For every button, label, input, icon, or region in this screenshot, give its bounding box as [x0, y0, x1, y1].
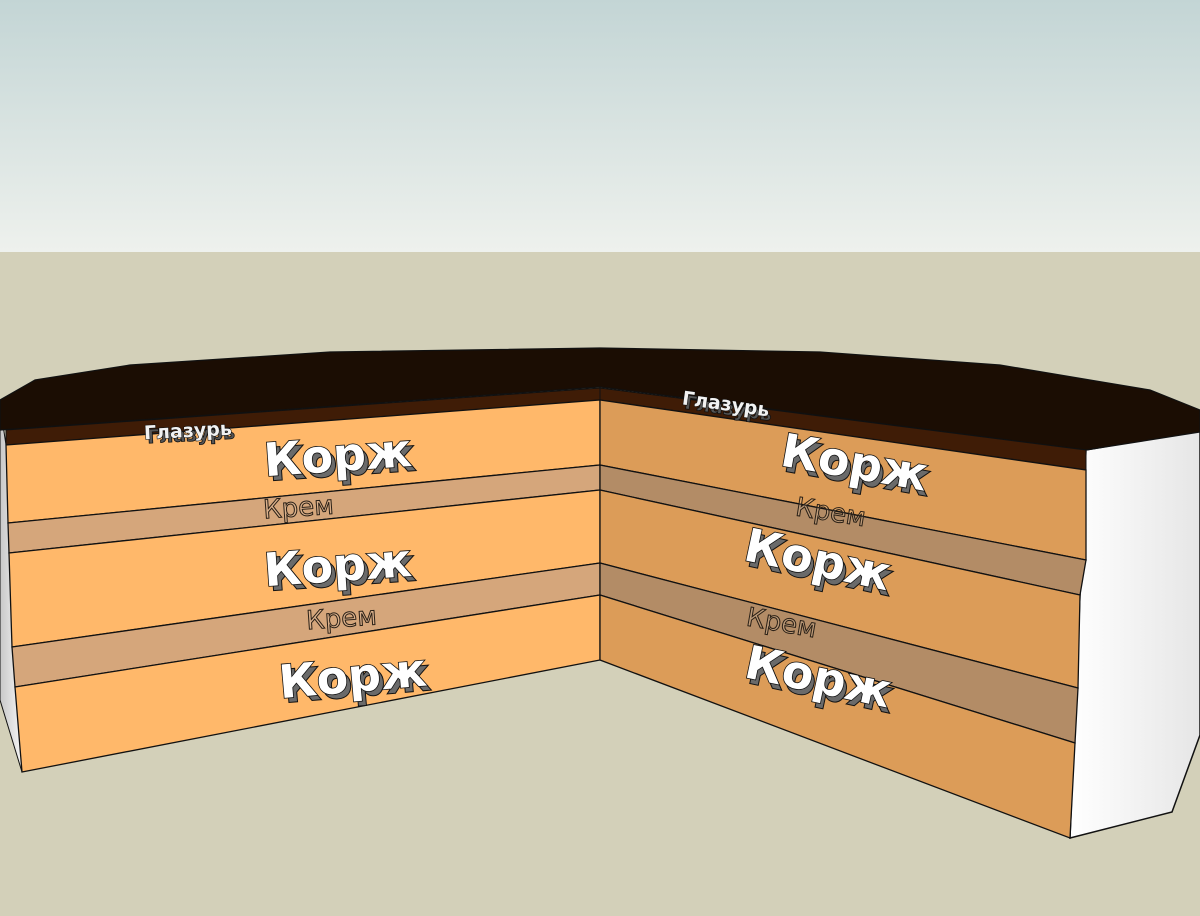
svg-text:Крем: Крем [305, 601, 377, 636]
right-cut-face [599, 399, 1087, 839]
glaze-top-surface [0, 347, 1200, 451]
left-glaze-label: Глазурь [143, 418, 232, 445]
svg-text:Корж: Корж [266, 428, 418, 492]
svg-text:Корж: Корж [281, 647, 433, 714]
sky [0, 0, 1200, 252]
cake-outer-side-right [1069, 429, 1200, 839]
svg-text:Крем: Крем [262, 491, 334, 526]
left-korzh-label-1: Корж [262, 423, 414, 487]
svg-text:Корж: Корж [266, 538, 418, 602]
right-layer-korzh-3 [599, 594, 1076, 839]
left-krem-label-1: Крем [262, 491, 334, 526]
left-krem-label-2: Крем [305, 601, 377, 636]
svg-text:Глазурь: Глазурь [147, 422, 236, 449]
left-korzh-label-2: Корж [262, 533, 414, 597]
